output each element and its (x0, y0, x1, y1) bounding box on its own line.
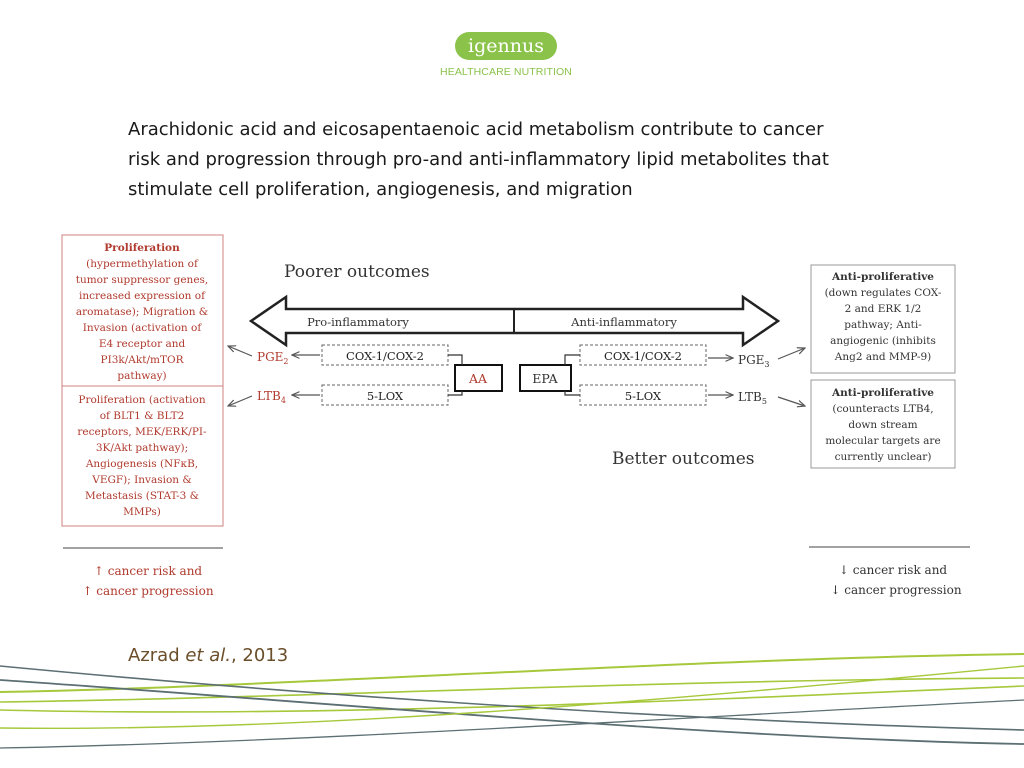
swoosh-line (0, 699, 1024, 749)
left-top-line: Invasion (activation of (83, 322, 203, 334)
right-footer-line: ↓ cancer risk and (839, 563, 948, 577)
pge3-label: PGE3 (738, 353, 770, 369)
left-bottom-box (61, 385, 224, 527)
right-bottom-line: Anti-proliferative (831, 387, 934, 399)
epa-label: EPA (532, 371, 558, 386)
epa-to-cox-line (564, 354, 580, 365)
swoosh-line (0, 653, 1024, 693)
right-top-line: Anti-proliferative (831, 271, 934, 283)
left-top-line: Proliferation (104, 242, 180, 254)
right-top-line: (down regulates COX- (825, 287, 942, 299)
left-top-line: tumor suppressor genes, (76, 274, 209, 286)
right-top-line: angiogenic (inhibits (830, 335, 936, 347)
left-bottom-line: of BLT1 & BLT2 (100, 410, 185, 422)
pge2-to-box-arrow (228, 346, 253, 357)
right-bottom-line: (counteracts LTB4, (832, 403, 933, 415)
epa-to-lox-line (564, 391, 580, 396)
left-top-line: PI3k/Akt/mTOR (101, 354, 185, 366)
left-bottom-line: VEGF); Invasion & (91, 474, 192, 486)
lox-left-label: 5-LOX (367, 389, 404, 403)
right-bottom-text: Anti-proliferative (counteracts LTB4, do… (825, 387, 940, 463)
citation-etal: et al. (185, 645, 231, 666)
left-bottom-line: MMPs) (123, 506, 161, 518)
left-bottom-text: Proliferation (activation of BLT1 & BLT2… (77, 394, 207, 518)
aa-label: AA (468, 371, 488, 386)
left-top-line: E4 receptor and (99, 338, 186, 350)
ltb4-label: LTB4 (257, 389, 286, 405)
logo-tagline: HEALTHCARE NUTRITION (440, 66, 572, 78)
left-top-line: pathway) (117, 370, 166, 382)
left-bottom-line: 3K/Akt pathway); (96, 442, 188, 454)
swoosh-line (0, 665, 1024, 731)
poorer-outcomes-label: Poorer outcomes (284, 262, 430, 282)
right-bottom-line: down stream (848, 419, 917, 431)
left-footer-line: ↑ cancer risk and (94, 564, 203, 578)
pge2-label: PGE2 (257, 350, 289, 366)
anti-inflammatory-label: Anti-inflammatory (570, 315, 677, 329)
left-bottom-line: Angiogenesis (NFκB, (85, 458, 198, 470)
right-top-text: Anti-proliferative (down regulates COX- … (825, 271, 942, 363)
left-footer-line: ↑ cancer progression (82, 584, 213, 598)
logo-name: igennus (468, 35, 544, 57)
slide-title: Arachidonic acid and eicosapentaenoic ac… (128, 115, 968, 205)
left-top-line: aromatase); Migration & (76, 306, 208, 318)
right-bottom-box (810, 379, 956, 469)
swoosh-line (0, 677, 1024, 703)
left-top-line: (hypermethylation of (86, 258, 199, 270)
left-top-line: increased expression of (79, 290, 206, 302)
right-top-box (810, 264, 956, 374)
pge3-to-box-arrow (777, 348, 805, 360)
better-outcomes-label: Better outcomes (612, 449, 754, 469)
citation: Azrad et al., 2013 (128, 645, 288, 666)
left-bottom-line: Proliferation (activation (78, 394, 205, 406)
swoosh-line (0, 665, 1024, 730)
lox-right-label: 5-LOX (625, 389, 662, 403)
right-top-line: 2 and ERK 1/2 (845, 303, 922, 315)
pro-inflammatory-label: Pro-inflammatory (307, 315, 409, 329)
aa-box (454, 364, 503, 392)
title-line: risk and progression through pro-and ant… (128, 149, 829, 170)
right-footer-line: ↓ cancer progression (830, 583, 961, 597)
left-bottom-line: receptors, MEK/ERK/PI- (77, 426, 207, 438)
left-bottom-line: Metastasis (STAT-3 & (85, 490, 199, 502)
cox-left-label: COX-1/COX-2 (346, 349, 424, 363)
right-top-line: Ang2 and MMP-9) (834, 351, 931, 363)
decorative-swoosh-lines (0, 653, 1024, 749)
right-bottom-line: molecular targets are (825, 435, 940, 447)
metabolism-diagram: Proliferation (hypermethylation of tumor… (61, 234, 970, 598)
igennus-logo: igennus (455, 32, 557, 60)
citation-year: , 2013 (230, 645, 289, 666)
swoosh-line (0, 679, 1024, 745)
cox-right-label: COX-1/COX-2 (604, 349, 682, 363)
aa-to-lox-line (448, 391, 463, 396)
ltb4-to-box-arrow (228, 395, 253, 406)
aa-to-cox-line (448, 354, 463, 365)
ltb5-label: LTB5 (738, 390, 767, 406)
ltb5-to-box-arrow (777, 396, 805, 406)
citation-author: Azrad (128, 645, 186, 666)
right-bottom-line: currently unclear) (835, 451, 932, 463)
epa-box (519, 364, 572, 392)
title-line: stimulate cell proliferation, angiogenes… (128, 179, 633, 200)
title-line: Arachidonic acid and eicosapentaenoic ac… (128, 119, 824, 140)
left-top-text: Proliferation (hypermethylation of tumor… (76, 242, 209, 382)
right-top-line: pathway; Anti- (844, 319, 922, 331)
